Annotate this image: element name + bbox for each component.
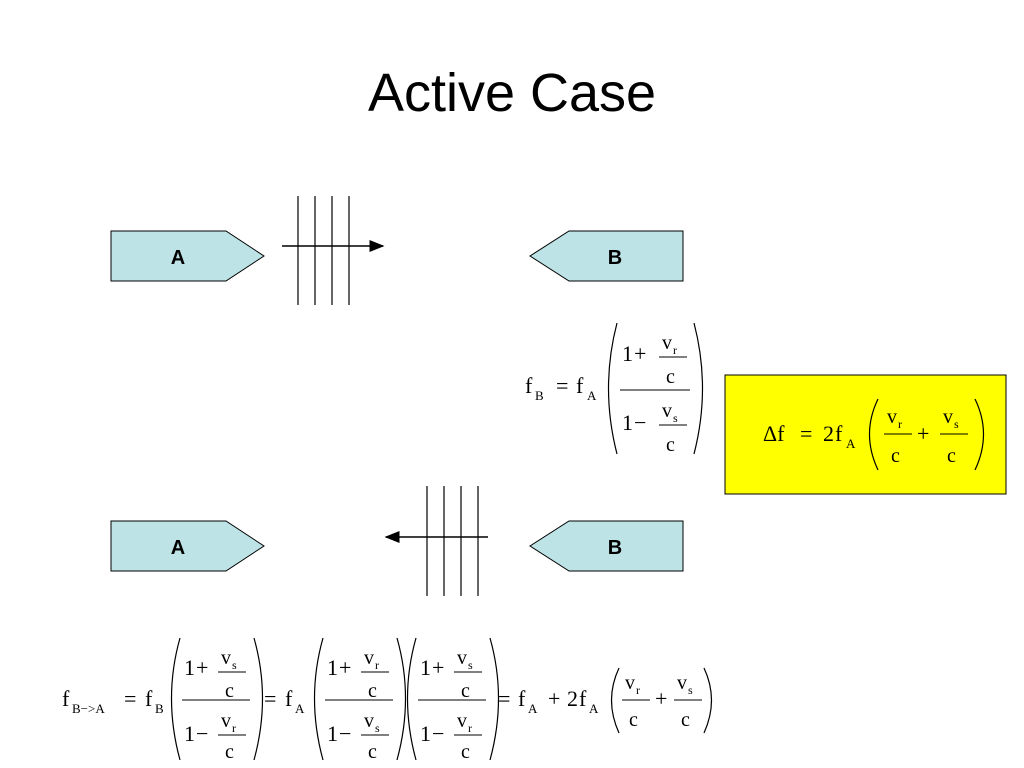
svg-text:c: c bbox=[461, 741, 470, 763]
svg-text:r: r bbox=[375, 658, 379, 672]
svg-text:1: 1 bbox=[622, 410, 633, 435]
svg-text:v: v bbox=[677, 672, 687, 694]
svg-text:v: v bbox=[364, 647, 374, 669]
pentagon-b-top bbox=[529, 230, 684, 282]
svg-text:A: A bbox=[528, 701, 538, 716]
svg-text:v: v bbox=[221, 710, 231, 732]
svg-text:=: = bbox=[498, 686, 510, 711]
svg-text:+: + bbox=[634, 341, 646, 366]
svg-text:s: s bbox=[232, 658, 237, 672]
svg-text:v: v bbox=[457, 647, 467, 669]
label-b-bottom: B bbox=[608, 537, 622, 559]
label-a-top: A bbox=[171, 247, 185, 269]
paren-left bbox=[607, 322, 618, 455]
svg-text:r: r bbox=[673, 343, 677, 357]
svg-text:=: = bbox=[800, 421, 812, 446]
svg-text:1: 1 bbox=[420, 721, 431, 746]
svg-text:=: = bbox=[556, 373, 568, 398]
svg-text:=: = bbox=[124, 686, 136, 711]
svg-text:c: c bbox=[666, 434, 675, 456]
svg-text:c: c bbox=[368, 741, 377, 763]
svg-text:Δf: Δf bbox=[763, 421, 785, 446]
svg-text:1: 1 bbox=[327, 655, 338, 680]
svg-text:f: f bbox=[62, 686, 70, 711]
svg-text:v: v bbox=[625, 672, 635, 694]
svg-text:+: + bbox=[655, 686, 667, 711]
svg-text:c: c bbox=[891, 445, 900, 467]
svg-text:v: v bbox=[221, 647, 231, 669]
svg-text:+: + bbox=[917, 421, 929, 446]
svg-text:f: f bbox=[285, 686, 293, 711]
svg-text:−: − bbox=[634, 410, 646, 435]
svg-text:c: c bbox=[666, 366, 675, 388]
pentagon-b-bottom bbox=[529, 520, 684, 572]
svg-text:s: s bbox=[468, 658, 473, 672]
equation-fb: f B = f A 1 + v r c 1 − v s c bbox=[525, 322, 704, 456]
svg-text:−: − bbox=[432, 721, 444, 746]
svg-text:r: r bbox=[468, 721, 472, 735]
svg-text:f: f bbox=[835, 421, 843, 446]
svg-text:c: c bbox=[368, 680, 377, 702]
wavefront-lines-top bbox=[297, 196, 350, 305]
svg-text:r: r bbox=[898, 417, 902, 431]
svg-text:A: A bbox=[589, 701, 599, 716]
pentagon-a-top bbox=[110, 230, 265, 282]
svg-text:+: + bbox=[196, 655, 208, 680]
svg-text:c: c bbox=[225, 741, 234, 763]
svg-text:+: + bbox=[339, 655, 351, 680]
slide-title: Active Case bbox=[367, 63, 657, 123]
svg-text:c: c bbox=[681, 709, 690, 731]
top-row-diagram: A B bbox=[110, 196, 684, 305]
svg-text:r: r bbox=[232, 721, 236, 735]
svg-text:−: − bbox=[339, 721, 351, 746]
svg-text:1: 1 bbox=[184, 721, 195, 746]
svg-text:v: v bbox=[457, 710, 467, 732]
svg-text:B−>A: B−>A bbox=[72, 701, 105, 716]
svg-text:c: c bbox=[947, 445, 956, 467]
svg-text:1: 1 bbox=[420, 655, 431, 680]
svg-text:B: B bbox=[535, 388, 544, 403]
svg-text:A: A bbox=[846, 436, 856, 451]
svg-text:2: 2 bbox=[823, 421, 834, 446]
svg-text:=: = bbox=[264, 686, 276, 711]
equation-fba: f B−>A = f B 1 + v s c 1 − v r c = f A 1… bbox=[62, 637, 713, 763]
label-a-bottom: A bbox=[171, 537, 185, 559]
paren-right bbox=[693, 322, 704, 455]
svg-text:B: B bbox=[155, 701, 164, 716]
svg-text:f: f bbox=[525, 373, 533, 398]
svg-text:s: s bbox=[688, 683, 693, 697]
svg-text:A: A bbox=[295, 701, 305, 716]
svg-text:1: 1 bbox=[327, 721, 338, 746]
svg-text:r: r bbox=[636, 683, 640, 697]
svg-text:s: s bbox=[954, 417, 959, 431]
svg-text:1: 1 bbox=[622, 341, 633, 366]
svg-text:f: f bbox=[576, 373, 584, 398]
pentagon-a-bottom bbox=[110, 520, 265, 572]
svg-text:c: c bbox=[461, 680, 470, 702]
label-b-top: B bbox=[608, 247, 622, 269]
svg-text:s: s bbox=[673, 411, 678, 425]
svg-text:2: 2 bbox=[567, 686, 578, 711]
svg-text:A: A bbox=[587, 388, 597, 403]
highlighted-result: Δf = 2 f A v r c + v s c bbox=[724, 374, 1007, 495]
svg-text:f: f bbox=[518, 686, 526, 711]
wavefront-lines-bottom bbox=[426, 486, 479, 596]
svg-text:+: + bbox=[548, 686, 560, 711]
svg-text:v: v bbox=[662, 400, 672, 422]
svg-text:c: c bbox=[225, 680, 234, 702]
svg-text:v: v bbox=[887, 406, 897, 428]
svg-text:+: + bbox=[432, 655, 444, 680]
svg-text:−: − bbox=[196, 721, 208, 746]
svg-text:v: v bbox=[662, 332, 672, 354]
bottom-row-diagram: A B bbox=[110, 486, 684, 596]
svg-text:v: v bbox=[364, 710, 374, 732]
svg-text:s: s bbox=[375, 721, 380, 735]
svg-text:1: 1 bbox=[184, 655, 195, 680]
svg-text:f: f bbox=[579, 686, 587, 711]
svg-text:f: f bbox=[145, 686, 153, 711]
svg-text:v: v bbox=[943, 406, 953, 428]
svg-text:c: c bbox=[629, 709, 638, 731]
